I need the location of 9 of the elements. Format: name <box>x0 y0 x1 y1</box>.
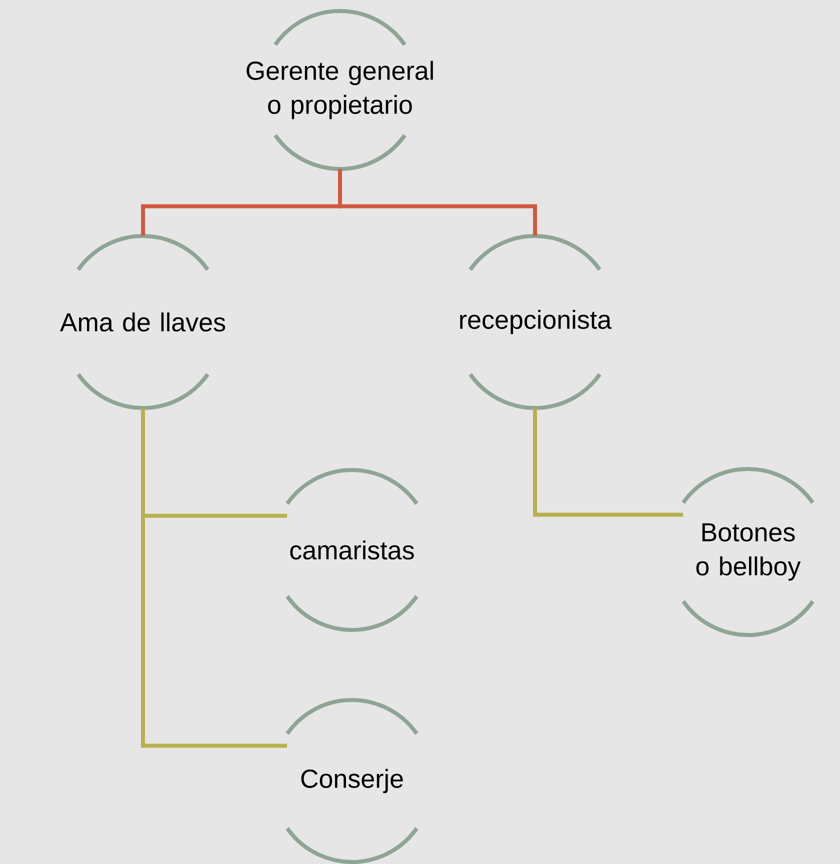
org-chart-node: Conserje <box>286 698 418 864</box>
connector-line <box>533 408 683 517</box>
org-chart-node: Gerente general o propietario <box>246 9 433 171</box>
org-chart-node: camaristas <box>286 468 418 632</box>
org-chart-node: recepcionista <box>460 234 612 410</box>
connector-line <box>141 408 287 748</box>
org-chart-node: Ama de llaves <box>60 234 226 410</box>
connector-line <box>338 169 537 236</box>
org-chart-node: Botones o bellboy <box>682 467 814 637</box>
